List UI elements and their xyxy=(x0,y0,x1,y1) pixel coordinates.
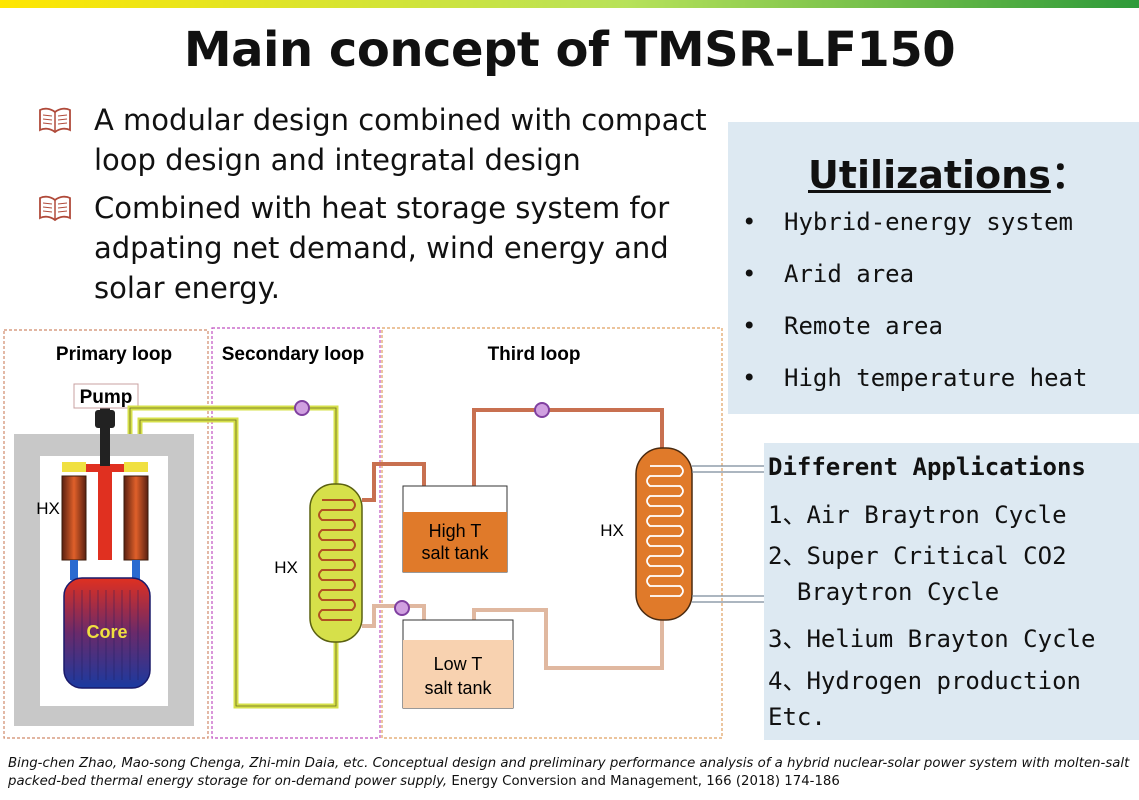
secondary-hx-coil xyxy=(318,499,356,621)
bullet-text-line: adpating net demand, wind energy and xyxy=(94,231,669,265)
bullet-dot: • xyxy=(742,312,757,340)
third-pump-bottom-icon xyxy=(394,600,410,616)
list-item-text: High temperature heat xyxy=(784,364,1088,392)
bullet-dot: • xyxy=(742,208,757,236)
reactor-vessel xyxy=(14,404,194,726)
bullet-text-line: solar energy. xyxy=(94,271,280,305)
citation-text: Bing-chen Zhao, Mao-song Chenga, Zhi-min… xyxy=(8,756,1130,789)
applications-list: Different Applications 1、Air Braytron Cy… xyxy=(768,453,1095,744)
third-pipes-hot xyxy=(362,408,664,518)
list-item: 3、Helium Brayton Cycle xyxy=(768,625,1096,654)
secondary-pump-icon xyxy=(294,400,310,416)
bullet-dot: • xyxy=(742,364,757,392)
high-t-tank-label-1: High T xyxy=(429,521,482,541)
low-t-tank-label-2: salt tank xyxy=(424,678,492,698)
utilizations-list: • Hybrid-energy system • Arid area • Remote… xyxy=(742,208,1087,416)
bullet-dot: • xyxy=(742,260,757,288)
list-item: Etc. xyxy=(768,702,826,731)
low-t-tank-label-1: Low T xyxy=(434,654,483,674)
list-item-text: Remote area xyxy=(784,312,943,340)
list-item: 2、Super Critical CO2 xyxy=(768,542,1067,571)
book-icon xyxy=(39,195,71,222)
journal-text: Energy Conversion and Management, 166 (2… xyxy=(447,774,840,789)
list-item: 4、Hydrogen production xyxy=(768,666,1081,695)
page-title: Main concept of TMSR-LF150 xyxy=(183,22,956,78)
third-hx xyxy=(635,447,693,621)
list-item: • Arid area xyxy=(742,260,1087,312)
list-item: Braytron Cycle xyxy=(768,577,1000,606)
pump-label-box xyxy=(73,383,139,409)
bullet-text-line: loop design and integratal design xyxy=(94,143,581,177)
bullet-text-line: Combined with heat storage system for xyxy=(94,191,670,225)
secondary-loop-label: Secondary loop xyxy=(222,344,365,365)
pump-label: Pump xyxy=(80,387,133,408)
list-item: • High temperature heat xyxy=(742,364,1087,416)
utilizations-title: Utilizations： xyxy=(808,144,1089,199)
secondary-pipes-outline xyxy=(129,407,337,707)
list-item: • Remote area xyxy=(742,312,1087,364)
primary-hx-label: HX xyxy=(36,499,60,518)
secondary-hx xyxy=(309,483,363,643)
primary-loop-label: Primary loop xyxy=(56,344,172,365)
third-loop-box xyxy=(381,327,723,739)
third-loop-label: Third loop xyxy=(488,344,581,365)
utilizations-panel: Utilizations： • Hybrid-energy system • Ari… xyxy=(728,122,1139,414)
top-accent-bar xyxy=(0,0,1139,8)
primary-loop-box xyxy=(3,329,209,739)
book-icon xyxy=(39,107,71,134)
application-pipes xyxy=(692,465,764,603)
bullet-item: Combined with heat storage system for ad… xyxy=(38,188,718,308)
third-hx-coil xyxy=(646,465,684,597)
utilizations-heading: Utilizations xyxy=(808,153,1051,197)
high-t-tank-fill xyxy=(403,512,507,572)
bullet-item: A modular design combined with compact l… xyxy=(38,100,718,180)
list-item-text: Hybrid-energy system xyxy=(784,208,1073,236)
list-item: 1、Air Braytron Cycle xyxy=(768,500,1067,529)
low-t-tank-fill xyxy=(403,640,513,708)
bullet-list: A modular design combined with compact l… xyxy=(38,100,718,316)
applications-heading: Different Applications xyxy=(768,453,1086,481)
applications-panel: Different Applications 1、Air Braytron Cy… xyxy=(764,443,1139,740)
core-label: Core xyxy=(86,622,127,642)
citation-footer: Bing-chen Zhao, Mao-song Chenga, Zhi-min… xyxy=(8,755,1133,791)
bullet-text-line: A modular design combined with compact xyxy=(94,103,707,137)
list-item: • Hybrid-energy system xyxy=(742,208,1087,260)
utilizations-colon: ： xyxy=(1050,153,1089,197)
list-item-text: Arid area xyxy=(784,260,915,288)
third-hx-label: HX xyxy=(600,521,624,540)
high-t-tank-label-2: salt tank xyxy=(421,543,489,563)
third-pump-top-icon xyxy=(534,402,550,418)
third-pipes-cold xyxy=(362,604,664,670)
secondary-hx-label: HX xyxy=(274,558,298,577)
secondary-loop-box xyxy=(211,327,381,739)
